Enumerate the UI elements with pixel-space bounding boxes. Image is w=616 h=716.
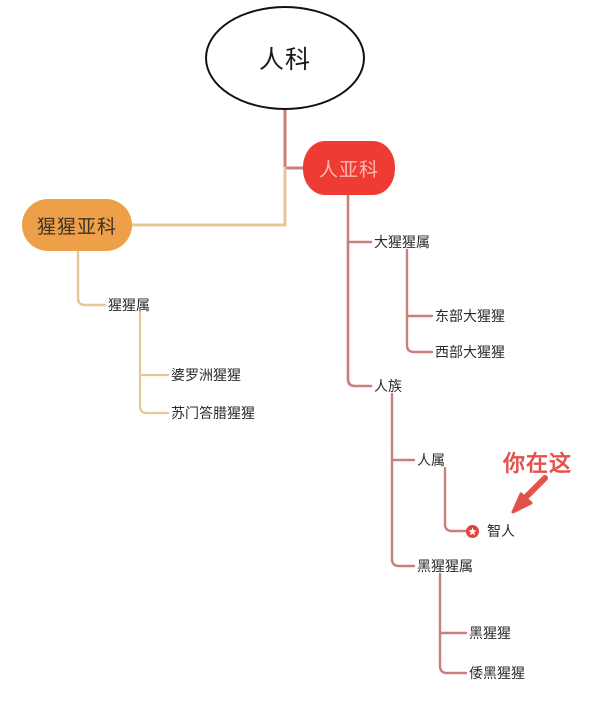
node-label: 猩猩属 [108, 297, 150, 313]
node-label: 西部大猩猩 [435, 344, 505, 360]
node-label: 人科 [258, 46, 311, 74]
node-bonobo[interactable]: 倭黑猩猩 [469, 666, 525, 680]
node-pan-genus[interactable]: 黑猩猩属 [417, 559, 473, 573]
you-are-here-annotation: 你在这 [503, 446, 572, 478]
node-label: 苏门答腊猩猩 [171, 405, 255, 421]
node-bornean-orangutan[interactable]: 婆罗洲猩猩 [171, 368, 241, 382]
down-left-arrow-icon [511, 475, 548, 514]
node-label: 东部大猩猩 [435, 308, 505, 324]
node-label: 智人 [487, 523, 515, 539]
node-hominini[interactable]: 人族 [374, 379, 402, 393]
node-western-gorilla[interactable]: 西部大猩猩 [435, 345, 505, 359]
node-pongo-genus[interactable]: 猩猩属 [108, 298, 150, 312]
node-label: 婆罗洲猩猩 [171, 367, 241, 383]
node-label: 人族 [374, 378, 402, 394]
annotation-label: 你在这 [503, 451, 573, 476]
node-label: 人属 [417, 452, 445, 468]
node-label: 黑猩猩 [469, 625, 511, 641]
node-homininae[interactable]: 人亚科 [303, 141, 395, 195]
star-badge-icon [466, 525, 479, 538]
node-sumatran-orangutan[interactable]: 苏门答腊猩猩 [171, 406, 255, 420]
node-root-hominidae[interactable]: 人科 [205, 6, 365, 110]
node-homo-genus[interactable]: 人属 [417, 453, 445, 467]
node-homo-sapiens[interactable]: 智人 [487, 524, 515, 538]
node-label: 倭黑猩猩 [469, 665, 525, 681]
node-label: 大猩猩属 [374, 234, 430, 250]
node-gorilla-genus[interactable]: 大猩猩属 [374, 235, 430, 249]
node-eastern-gorilla[interactable]: 东部大猩猩 [435, 309, 505, 323]
node-ponginae[interactable]: 猩猩亚科 [22, 199, 132, 251]
node-label: 猩猩亚科 [36, 216, 117, 238]
node-chimpanzee[interactable]: 黑猩猩 [469, 626, 511, 640]
node-label: 黑猩猩属 [417, 558, 473, 574]
node-label: 人亚科 [318, 159, 379, 181]
